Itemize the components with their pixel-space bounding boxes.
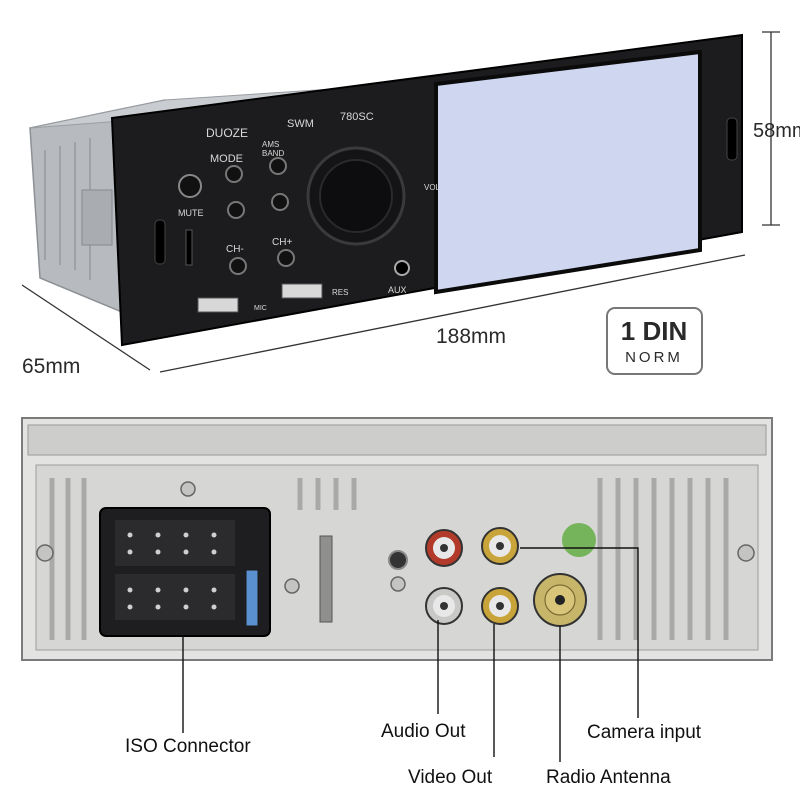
volume-knob-inner bbox=[319, 159, 393, 233]
depth-dimension: 65mm bbox=[22, 355, 80, 378]
ch-minus-label: CH- bbox=[226, 244, 244, 255]
ch-minus-button[interactable] bbox=[229, 257, 247, 275]
button-group: MUTE MODE AMS BAND CH- CH+ MIC RES AUX bbox=[178, 140, 410, 313]
mic-label: MIC bbox=[254, 305, 267, 312]
screw-top bbox=[180, 481, 196, 497]
card-slot bbox=[185, 229, 193, 266]
height-dimension: 58mm bbox=[753, 120, 800, 142]
display-screen bbox=[434, 49, 702, 295]
model-number: 780SC bbox=[340, 111, 374, 123]
ch-plus-label: CH+ bbox=[272, 237, 292, 248]
rear-top-edge bbox=[27, 424, 767, 456]
iso-connector-label: ISO Connector bbox=[125, 736, 251, 757]
aux-label: AUX bbox=[388, 285, 407, 295]
screw-center bbox=[390, 576, 406, 592]
band-label: BAND bbox=[262, 149, 284, 158]
rca-video-out bbox=[481, 587, 519, 625]
rca-audio-bottom bbox=[425, 587, 463, 625]
iso-connector-lower-block bbox=[115, 574, 235, 620]
rca-audio-top bbox=[425, 529, 463, 567]
rear-jack bbox=[388, 550, 408, 570]
din-badge bbox=[606, 307, 703, 375]
mode-label: MODE bbox=[210, 153, 243, 165]
res-label: RES bbox=[332, 288, 348, 297]
antenna-port bbox=[533, 573, 587, 627]
dimension-lines bbox=[21, 31, 780, 373]
camera-sticker bbox=[562, 523, 596, 557]
mode-button[interactable] bbox=[225, 165, 243, 183]
usb-port-2[interactable] bbox=[281, 283, 323, 299]
rca-camera bbox=[481, 527, 519, 565]
din-badge-line1: 1 DIN bbox=[621, 316, 687, 346]
din-badge-line2: NORM bbox=[625, 349, 683, 366]
next-button[interactable] bbox=[271, 193, 289, 211]
rear-view: ISO Connector Audio Out Video Out Camera… bbox=[21, 417, 773, 788]
screw-mid bbox=[284, 578, 300, 594]
callout-lines bbox=[182, 547, 639, 762]
ams-label: AMS bbox=[262, 140, 279, 149]
vol-label: VOL bbox=[424, 183, 441, 192]
usb-port-1[interactable] bbox=[197, 297, 239, 313]
screw-right bbox=[737, 544, 755, 562]
camera-input-label: Camera input bbox=[587, 722, 702, 743]
side-slot bbox=[726, 117, 738, 161]
iso-connector-upper-block bbox=[115, 520, 235, 566]
chassis-slots bbox=[44, 138, 113, 280]
ams-band-button[interactable] bbox=[269, 157, 287, 175]
width-dimension: 188mm bbox=[436, 325, 506, 348]
power-mute-button[interactable] bbox=[178, 174, 202, 198]
audio-out-label: Audio Out bbox=[381, 721, 466, 742]
fuse bbox=[245, 569, 259, 627]
mute-label: MUTE bbox=[178, 208, 204, 218]
model-prefix: SWM bbox=[287, 118, 314, 130]
video-out-label: Video Out bbox=[408, 767, 493, 788]
front-view: DUOZE SWM 780SC VOL MUTE MODE AMS BAND C… bbox=[21, 31, 800, 378]
wire-slot bbox=[319, 535, 333, 623]
ch-plus-button[interactable] bbox=[277, 249, 295, 267]
sd-slot bbox=[154, 219, 166, 265]
aux-jack[interactable] bbox=[394, 260, 410, 276]
screw-left bbox=[36, 544, 54, 562]
vent-ribs bbox=[49, 478, 729, 640]
prev-button[interactable] bbox=[227, 201, 245, 219]
iso-pins bbox=[127, 532, 217, 610]
radio-antenna-label: Radio Antenna bbox=[546, 767, 671, 788]
brand-logo: DUOZE bbox=[206, 126, 248, 140]
